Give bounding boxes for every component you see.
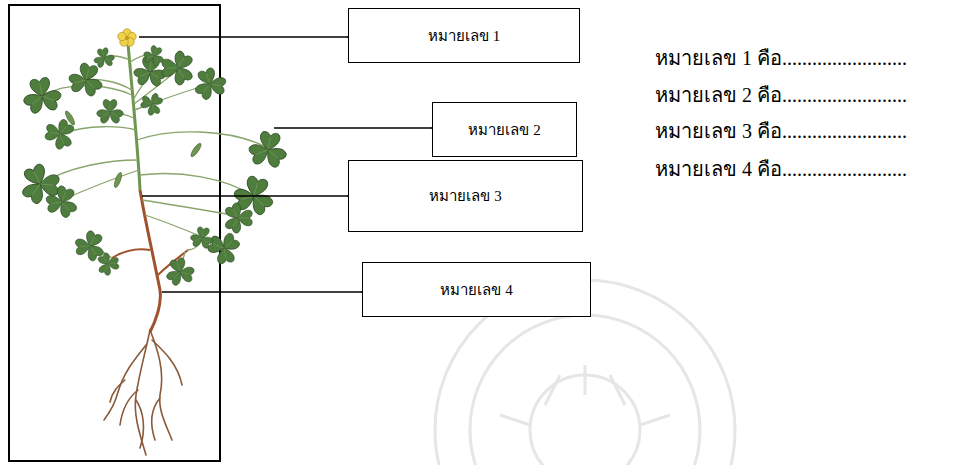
answer-line: หมายเลข 1 คือ......................... [655, 46, 907, 70]
callout-box: หมายเลข 3 [348, 160, 583, 232]
answer-line: หมายเลข 3 คือ......................... [655, 119, 907, 143]
leader-arrow [139, 36, 348, 37]
callout-label: หมายเลข 3 [429, 184, 501, 208]
callout-label: หมายเลข 2 [468, 118, 540, 142]
figure-frame [9, 5, 220, 461]
callout-label: หมายเลข 1 [428, 24, 500, 48]
plant [13, 29, 291, 455]
callout-box: หมายเลข 1 [348, 8, 580, 63]
leader-arrow [274, 127, 432, 128]
answer-line: หมายเลข 4 คือ......................... [655, 157, 907, 181]
leader-arrow [162, 291, 362, 292]
answer-line: หมายเลข 2 คือ......................... [655, 83, 907, 107]
callout-box: หมายเลข 4 [362, 262, 591, 317]
callout-label: หมายเลข 4 [440, 278, 512, 302]
leader-arrow [142, 195, 348, 196]
callout-box: หมายเลข 2 [432, 102, 577, 157]
